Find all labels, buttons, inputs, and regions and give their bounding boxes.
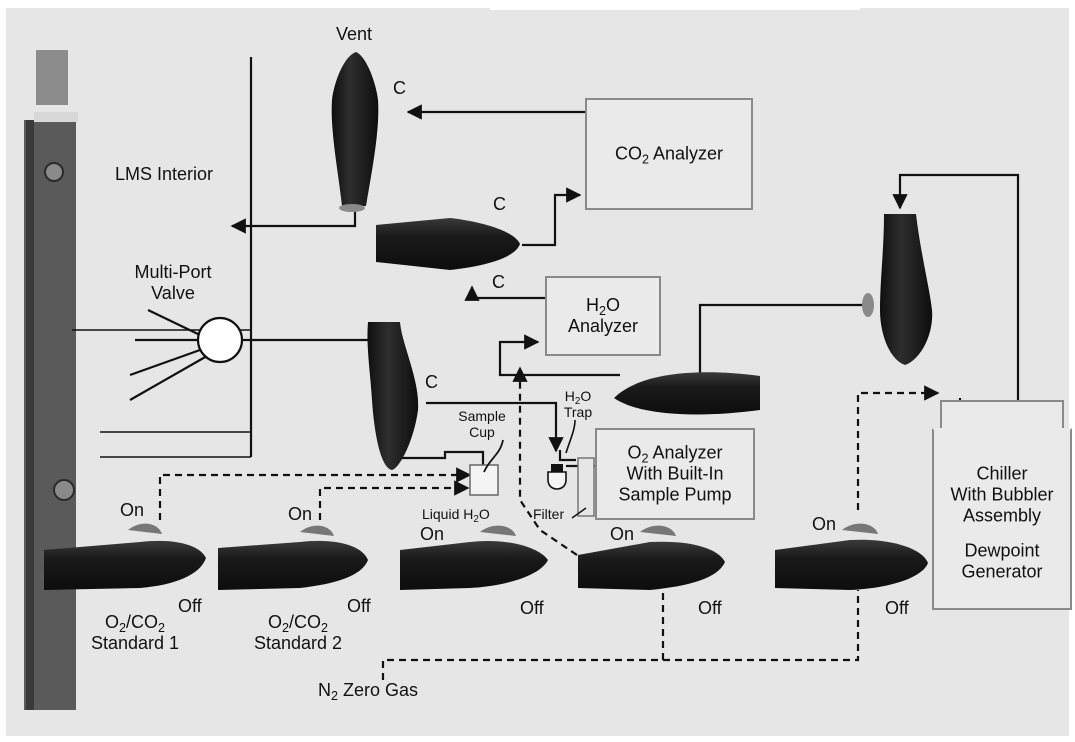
off-label-valve3: Off — [520, 598, 544, 619]
chiller-line5: Generator — [934, 561, 1070, 582]
n2-zero-gas-suffix: Zero Gas — [338, 680, 418, 700]
standard1-co: /CO — [126, 612, 158, 632]
c-label-co2: C — [493, 194, 506, 215]
h2o-trap-icon — [548, 420, 575, 489]
multi-port-valve-line2: Valve — [118, 283, 228, 304]
liquid-h2o-label: Liquid H2O — [422, 506, 490, 522]
standard2-sub2: 2 — [321, 621, 328, 635]
h2o-analyzer-label: Analyzer — [547, 316, 659, 337]
c-label-sample: C — [425, 372, 438, 393]
chiller-spacer — [934, 526, 1070, 540]
co2-analyzer-box: CO2 Analyzer — [585, 98, 753, 210]
co2-line-valve — [376, 218, 520, 270]
liquid-h2o-o: O — [479, 506, 490, 522]
multi-port-valve-label: Multi-Port Valve — [118, 262, 228, 304]
standard2-valve — [218, 526, 368, 590]
o2-analyzer-line2: With Built-In — [597, 464, 753, 485]
multi-port-valve-line1: Multi-Port — [118, 262, 228, 283]
standard2-o: O — [268, 612, 282, 632]
o2-analyzer-box: O2 Analyzer With Built-In Sample Pump — [595, 428, 755, 520]
h2o-analyzer-sub: 2 — [599, 304, 606, 318]
n2-zero-gas-label: N2 Zero Gas — [318, 680, 418, 701]
liquid-h2o-text: Liquid H — [422, 506, 473, 522]
co2-analyzer-label-suffix: Analyzer — [649, 144, 723, 164]
vent-valve — [332, 52, 379, 212]
on-label-standard1: On — [120, 500, 144, 521]
vent-label: Vent — [336, 24, 372, 45]
c-label-vent: C — [393, 78, 406, 99]
standard1-o: O — [105, 612, 119, 632]
liquid-h2o-sub: 2 — [473, 514, 478, 525]
o2-analyzer-o: O — [627, 443, 641, 463]
on-label-valve5: On — [812, 514, 836, 535]
chiller-line4: Dewpoint — [934, 540, 1070, 561]
on-label-valve3: On — [420, 524, 444, 545]
h2o-analyzer-h: H — [586, 295, 599, 315]
o2-analyzer-label: Analyzer — [648, 443, 722, 463]
on-label-n2: On — [610, 524, 634, 545]
h2o-trap-sub: 2 — [575, 396, 580, 407]
standard1-label: O2/CO2 Standard 1 — [80, 612, 190, 654]
standard2-line2: Standard 2 — [243, 633, 353, 654]
lms-panel-strip — [24, 50, 78, 710]
standard1-sub1: 2 — [119, 621, 126, 635]
sample-cup-icon — [470, 440, 503, 495]
n2-sub: 2 — [331, 689, 338, 703]
valve-5 — [775, 524, 928, 590]
filter-label: Filter — [533, 506, 564, 522]
chiller-return-valve — [862, 214, 932, 365]
co2-subscript: 2 — [642, 153, 649, 167]
h2o-analyzer-box: H2O Analyzer — [545, 276, 661, 356]
standard2-label: O2/CO2 Standard 2 — [243, 612, 353, 654]
h2o-trap-h: H — [565, 388, 575, 404]
lms-interior-label: LMS Interior — [115, 164, 213, 185]
standard1-line2: Standard 1 — [80, 633, 190, 654]
standard2-co: /CO — [289, 612, 321, 632]
h2o-trap-o: O — [580, 388, 591, 404]
h2o-analyzer-o: O — [606, 295, 620, 315]
standard1-sub2: 2 — [158, 621, 165, 635]
chiller-box: Chiller With Bubbler Assembly Dewpoint G… — [932, 428, 1072, 610]
bubbler-box — [940, 400, 1064, 430]
o2-analyzer-sub: 2 — [641, 452, 648, 466]
chiller-line2: With Bubbler — [934, 484, 1070, 505]
chiller-line3: Assembly — [934, 505, 1070, 526]
sample-line-valve — [367, 322, 418, 470]
off-label-valve5: Off — [885, 598, 909, 619]
off-label-n2: Off — [698, 598, 722, 619]
o2-line-valve — [614, 372, 760, 414]
c-label-h2o: C — [492, 272, 505, 293]
standard2-sub1: 2 — [282, 621, 289, 635]
chiller-line1: Chiller — [934, 463, 1070, 484]
n2-text: N — [318, 680, 331, 700]
sample-cup-line2: Cup — [454, 424, 510, 440]
sample-cup-line1: Sample — [454, 408, 510, 424]
o2-analyzer-line3: Sample Pump — [597, 485, 753, 506]
co2-analyzer-label: CO — [615, 144, 642, 164]
on-label-standard2: On — [288, 504, 312, 525]
sample-cup-label: Sample Cup — [454, 408, 510, 440]
h2o-trap-label: H2O Trap — [558, 388, 598, 420]
n2-zero-valve — [578, 526, 725, 590]
